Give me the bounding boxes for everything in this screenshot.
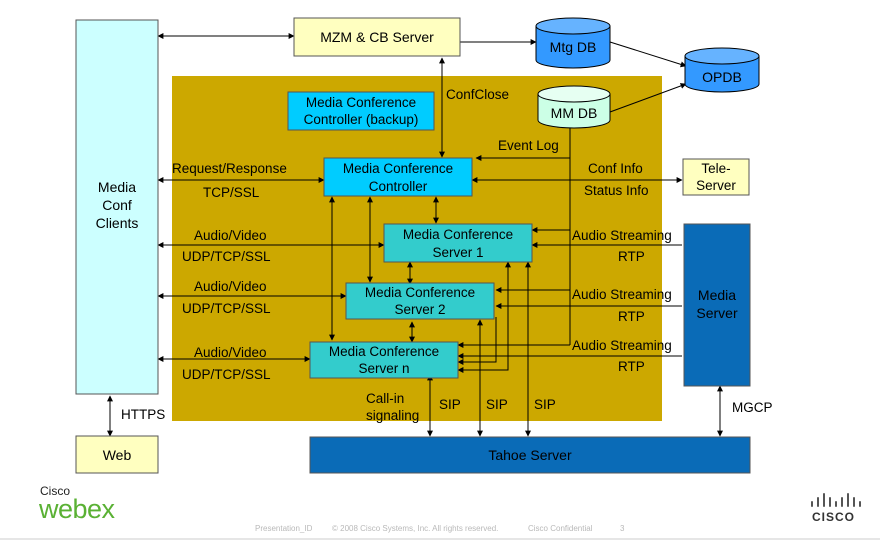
rtp-label-2: RTP — [618, 309, 645, 324]
media-conf-clients-box: Media Conf Clients — [75, 19, 159, 395]
event-log-label: Event Log — [498, 138, 559, 153]
bottom-divider — [0, 538, 880, 540]
callin-label-1: Call-in — [366, 391, 404, 406]
mcs2-label-1: Media Conference — [365, 285, 475, 300]
mcc-backup-box: Media Conference Controller (backup) — [287, 91, 435, 131]
udp-label-3: UDP/TCP/SSL — [182, 367, 271, 382]
conf-info-label: Conf Info — [588, 161, 643, 176]
footer-presentation-id: Presentation_ID — [255, 524, 313, 533]
mm-db-label: MM DB — [551, 105, 598, 121]
sip-label-1: SIP — [439, 397, 461, 412]
mcc-box: Media Conference Controller — [323, 157, 473, 197]
mcs1-box: Media Conference Server 1 — [383, 223, 533, 263]
mcs1-label-2: Server 1 — [432, 245, 483, 260]
mcc-backup-label-1: Media Conference — [306, 95, 416, 110]
connectors — [107, 33, 723, 437]
status-info-label: Status Info — [584, 183, 649, 198]
sip-label-3: SIP — [534, 397, 556, 412]
mcs2-box: Media Conference Server 2 — [345, 282, 495, 320]
teleserver-label-1: Tele- — [701, 161, 730, 176]
mcsn-box: Media Conference Server n — [309, 341, 459, 379]
sip-label-2: SIP — [486, 397, 508, 412]
footer-confidential: Cisco Confidential — [528, 524, 593, 533]
media-server-box: Media Server — [683, 223, 751, 387]
audio-streaming-label-3: Audio Streaming — [572, 338, 672, 353]
https-label: HTTPS — [121, 407, 165, 422]
opdb-cylinder: OPDB — [684, 47, 760, 93]
mcc-label-2: Controller — [369, 179, 428, 194]
webex-logo: webex — [39, 494, 115, 524]
confclose-label: ConfClose — [446, 87, 509, 102]
clients-label-2: Conf — [102, 197, 132, 213]
udp-label-2: UDP/TCP/SSL — [182, 301, 271, 316]
clients-label-3: Clients — [96, 215, 139, 231]
media-server-label-1: Media — [698, 287, 736, 303]
audio-video-label-2: Audio/Video — [194, 279, 267, 294]
mcc-label-1: Media Conference — [343, 161, 453, 176]
udp-label-1: UDP/TCP/SSL — [182, 249, 271, 264]
clients-label-1: Media — [98, 179, 136, 195]
mzm-label: MZM & CB Server — [320, 29, 434, 45]
web-label: Web — [103, 447, 132, 463]
audio-streaming-label-1: Audio Streaming — [572, 228, 672, 243]
media-server-label-2: Server — [696, 305, 738, 321]
mcsn-label-2: Server n — [358, 361, 409, 376]
rtp-label-1: RTP — [618, 249, 645, 264]
footer-copyright: © 2008 Cisco Systems, Inc. All rights re… — [332, 524, 499, 533]
mgcp-label: MGCP — [732, 400, 773, 415]
rtp-label-3: RTP — [618, 359, 645, 374]
tahoe-label: Tahoe Server — [488, 447, 572, 463]
mtg-db-cylinder: Mtg DB — [535, 17, 611, 69]
opdb-label: OPDB — [702, 69, 742, 85]
audio-streaming-label-2: Audio Streaming — [572, 287, 672, 302]
mm-db-cylinder: MM DB — [537, 85, 611, 129]
mzm-cb-server-box: MZM & CB Server — [293, 17, 461, 57]
mcsn-label-1: Media Conference — [329, 344, 439, 359]
audio-video-label-3: Audio/Video — [194, 345, 267, 360]
cisco-bridge-icon — [811, 493, 861, 507]
mcs1-label-1: Media Conference — [403, 227, 513, 242]
audio-video-label-1: Audio/Video — [194, 228, 267, 243]
tcp-ssl-label: TCP/SSL — [203, 185, 260, 200]
mtg-db-label: Mtg DB — [550, 39, 597, 55]
request-response-label: Request/Response — [172, 161, 287, 176]
mcs2-label-2: Server 2 — [394, 302, 445, 317]
callin-label-2: signaling — [366, 408, 419, 423]
cisco-wordmark: CISCO — [812, 510, 856, 524]
web-box: Web — [75, 435, 159, 474]
teleserver-label-2: Server — [696, 178, 736, 193]
tele-server-box: Tele- Server — [682, 158, 750, 196]
cisco-webex-logo-cisco: Cisco — [40, 484, 71, 498]
mcc-backup-label-2: Controller (backup) — [304, 112, 419, 127]
footer-page-number: 3 — [620, 524, 625, 533]
tahoe-server-box: Tahoe Server — [309, 436, 751, 474]
